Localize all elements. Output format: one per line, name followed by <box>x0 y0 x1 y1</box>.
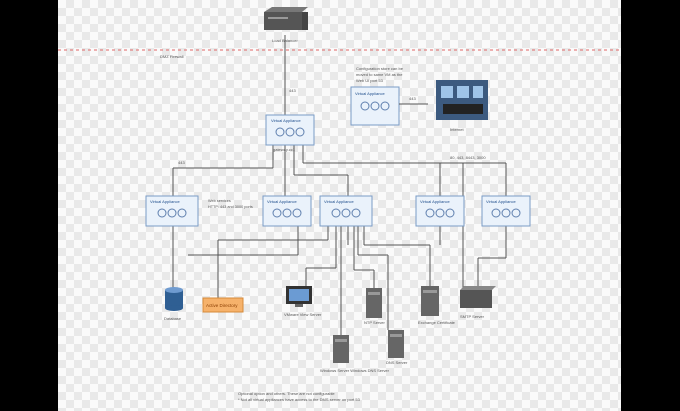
appliance-1: Virtual Appliance <box>145 195 199 227</box>
note-line-2: moved to same VM as the <box>356 72 403 77</box>
dns-label: DNS Server <box>386 360 408 365</box>
active-directory-box <box>202 297 244 313</box>
diagram-canvas: DMZ Firewall Load Balancer <box>58 0 621 411</box>
vm-server-label: VMware View Server <box>284 312 322 317</box>
main-appliance-label: Virtual Appliance <box>271 118 302 123</box>
smtp-label: SMTP Server <box>460 314 485 319</box>
svg-text:Virtual Appliance: Virtual Appliance <box>150 199 181 204</box>
active-directory-label: Active Directory <box>206 303 238 308</box>
label-web-services: Web services <box>208 199 231 203</box>
footer-line-2: * Not all virtual appliances have access… <box>238 397 361 402</box>
bottom-server-icon <box>333 335 349 363</box>
dns-server-icon <box>388 330 404 358</box>
label-http-ports: HTTP: 443 and 3000 ports <box>208 205 253 209</box>
svg-text:443: 443 <box>409 96 416 101</box>
database-label: Database <box>164 316 182 321</box>
internet-icon <box>436 80 488 120</box>
config-appliance-label: Virtual Appliance <box>355 91 386 96</box>
label-right-ports: 80, 443, 8443, 3000 <box>450 155 486 160</box>
exchange-icon <box>421 286 439 316</box>
load-balancer-icon <box>264 7 308 30</box>
main-appliance-box <box>265 114 315 146</box>
note-line-3: Web UI port 53 <box>356 78 384 83</box>
dmz-label: DMZ Firewall <box>160 54 184 59</box>
config-appliance-box <box>350 86 400 126</box>
main-appliance-gears-icon <box>275 127 305 137</box>
ntp-server-icon <box>366 288 382 318</box>
svg-text:Virtual Appliance: Virtual Appliance <box>486 199 517 204</box>
svg-text:Virtual Appliance: Virtual Appliance <box>267 199 298 204</box>
exchange-label: Exchange Certificate <box>418 320 456 325</box>
internet-label: Internet <box>450 127 464 132</box>
label-443b: 443 <box>178 160 185 165</box>
database-icon <box>165 287 183 311</box>
connection-lines <box>172 35 507 335</box>
config-appliance-gears-icon <box>360 101 390 111</box>
appliance-5: Virtual Appliance <box>481 195 531 227</box>
footer-line-1: Optional option and others. These are no… <box>238 391 335 396</box>
network-diagram: DMZ Firewall Load Balancer <box>58 7 621 402</box>
vm-server-icon <box>286 286 312 307</box>
appliance-2: Virtual Appliance <box>262 195 312 227</box>
bottom-server-label: Windows Server Windows DNS Server <box>320 368 390 373</box>
appliance-3: Virtual Appliance <box>319 195 373 227</box>
appliance-4: Virtual Appliance <box>415 195 465 227</box>
ntp-server-label: NTP Server <box>364 320 385 325</box>
note-line-1: Configuration store can be <box>356 66 404 71</box>
label-443: 443 <box>289 88 296 93</box>
main-appliance-sub: gateway.cc1 <box>273 147 296 152</box>
svg-text:Virtual Appliance: Virtual Appliance <box>420 199 451 204</box>
svg-text:Virtual Appliance: Virtual Appliance <box>324 199 355 204</box>
smtp-server-icon <box>460 286 496 308</box>
